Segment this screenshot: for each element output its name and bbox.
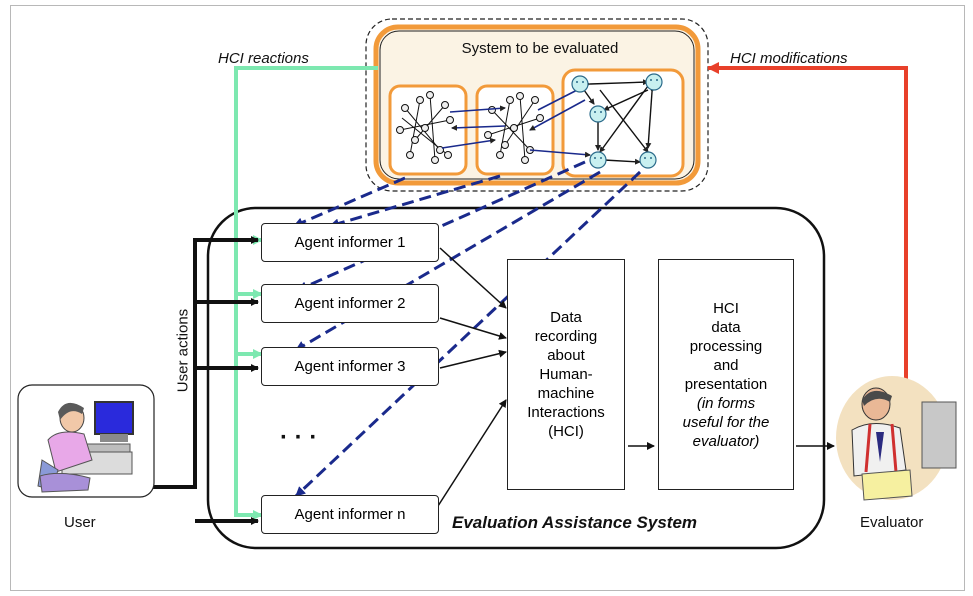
smiley-faces bbox=[576, 79, 658, 159]
hci-line-1: HCI bbox=[713, 299, 739, 317]
hci-modifications-label: HCI modifications bbox=[730, 50, 848, 67]
eas-title: Evaluation Assistance System bbox=[452, 513, 698, 532]
data-line-5: machine bbox=[537, 385, 595, 402]
data-line-4: Human- bbox=[539, 366, 593, 383]
evaluator-label: Evaluator bbox=[860, 514, 924, 531]
agent-cluster-1 bbox=[396, 91, 454, 164]
agent-informer-2: Agent informer 2 bbox=[261, 284, 439, 323]
system-title: System to be evaluated bbox=[461, 40, 619, 57]
agent-informer-n: Agent informer n bbox=[261, 495, 439, 534]
evaluator-illustration bbox=[836, 376, 957, 501]
data-line-7: (HCI) bbox=[548, 423, 584, 440]
user-actions-arrows bbox=[152, 236, 259, 525]
data-line-6: Interactions bbox=[527, 404, 605, 421]
system-inner-line bbox=[379, 30, 695, 180]
data-recording-box: Data recording about Human- machine Inte… bbox=[507, 259, 625, 490]
agent-informer-3: Agent informer 3 bbox=[261, 347, 439, 386]
data-line-2: recording bbox=[534, 328, 598, 345]
agent-informer-1: Agent informer 1 bbox=[261, 223, 439, 262]
hci-italic-1: (in forms bbox=[696, 394, 756, 412]
data-line-1: Data bbox=[550, 309, 582, 326]
hci-line-4: and bbox=[713, 356, 739, 374]
hci-processing-box: HCI data processing and presentation (in… bbox=[658, 259, 794, 490]
hci-line-3: processing bbox=[689, 337, 763, 355]
hci-reactions-label: HCI reactions bbox=[218, 50, 309, 67]
diagram-frame bbox=[10, 5, 965, 591]
eas-container bbox=[206, 206, 826, 550]
agent-to-data-arrows bbox=[437, 247, 507, 507]
user-actions-label: User actions bbox=[174, 308, 192, 393]
hci-modifications-arrow bbox=[707, 62, 908, 388]
hci-line-5: presentation bbox=[684, 375, 768, 393]
ellipsis: · · · bbox=[280, 424, 318, 451]
hci-italic-2: useful for the bbox=[682, 413, 770, 431]
hci-line-2: data bbox=[711, 318, 741, 336]
data-line-3: about bbox=[547, 347, 585, 364]
user-label: User bbox=[64, 514, 96, 531]
inter-cluster-links bbox=[441, 85, 591, 158]
smiley-links bbox=[583, 79, 656, 165]
smiley-agents bbox=[571, 73, 663, 169]
system-outer-dashed bbox=[365, 18, 709, 192]
hci-italic-3: evaluator) bbox=[692, 432, 760, 450]
user-illustration bbox=[17, 384, 155, 498]
